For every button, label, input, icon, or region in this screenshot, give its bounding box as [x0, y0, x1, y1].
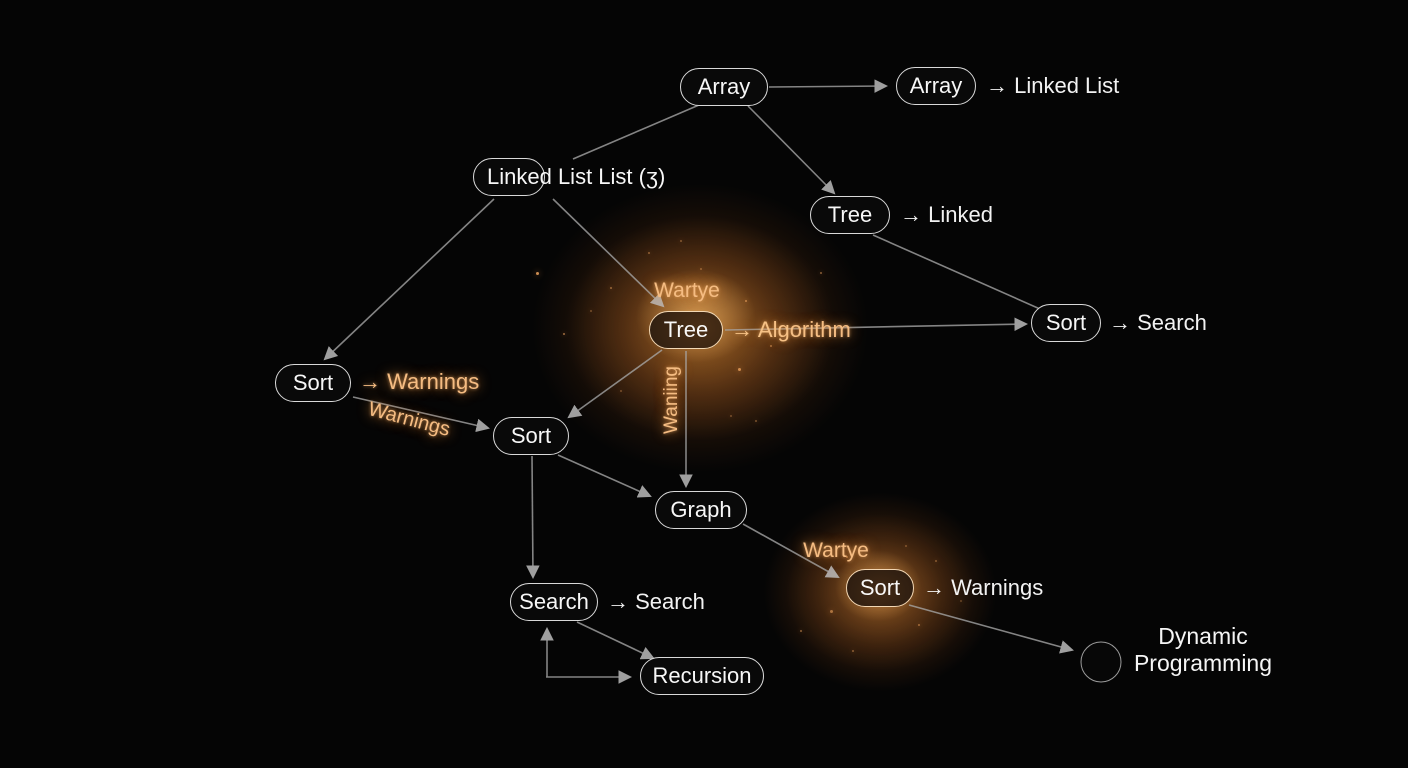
edge-linked-list-to-tree-center — [552, 198, 665, 308]
node-tree-center-top-label: Wartye — [654, 279, 720, 302]
node-tree-linked-label: Tree — [827, 202, 873, 227]
node-tree-center-side-label: → Algorithm — [731, 317, 851, 342]
node-sort-search-label: Sort — [1045, 310, 1087, 335]
node-tree-center-label: Tree — [663, 317, 709, 342]
node-sort-warnings-left-label: Sort — [292, 370, 334, 395]
edge-label-waniing: Waniing — [661, 366, 682, 434]
edge-sort-bottom-to-dynamic-programming — [908, 604, 1074, 654]
node-array-top-label: Array — [697, 74, 751, 99]
node-tree-linked-side-label: → Linked — [900, 202, 993, 227]
node-sort-warnings-bottom-top-label: Wartye — [803, 539, 869, 562]
node-sort-warnings-left[interactable]: Sort — [275, 364, 351, 402]
edge-sort-left-to-sort-mid — [352, 396, 490, 433]
node-graph-label: Graph — [670, 497, 732, 522]
edge-tree-linked-to-sort-search — [872, 234, 1041, 310]
node-search-side-label: → Search — [607, 589, 705, 614]
edge-array-to-linked-list-list — [572, 104, 700, 160]
node-recursion[interactable]: Recursion — [640, 657, 764, 695]
edge-sort-mid-to-graph — [557, 454, 652, 498]
node-dynamic-programming-label: Dynamic Programming — [1133, 623, 1273, 676]
node-tree-linked[interactable]: Tree — [810, 196, 890, 234]
node-graph[interactable]: Graph — [655, 491, 747, 529]
node-array-linked-list-label: Array — [909, 73, 963, 98]
edge-tree-center-to-sort-mid — [567, 349, 663, 419]
node-sort-mid[interactable]: Sort — [493, 417, 569, 455]
node-sort-search[interactable]: Sort — [1031, 304, 1101, 342]
node-sort-warnings-left-side-label: → Warnings — [359, 369, 480, 394]
node-array-linked-list[interactable]: Array — [896, 67, 976, 105]
edge-linked-list-to-sort-left — [323, 198, 495, 361]
edge-array-to-tree-linked — [747, 105, 836, 195]
node-recursion-label: Recursion — [652, 663, 752, 688]
node-sort-warnings-bottom[interactable]: Sort — [846, 569, 914, 607]
node-sort-warnings-bottom-side-label: → Warnings — [923, 575, 1044, 600]
node-sort-mid-label: Sort — [510, 423, 552, 448]
node-linked-list-list[interactable]: Linked List List (ʒ) — [473, 158, 665, 196]
node-sort-warnings-bottom-label: Sort — [859, 575, 901, 600]
edge-array-to-array-linked-list — [768, 79, 889, 93]
node-dynamic-programming[interactable] — [1080, 641, 1122, 683]
edge-sort-mid-to-search — [526, 455, 540, 580]
node-search-label: Search — [519, 589, 589, 614]
node-array-linked-list-side-label: → Linked List — [986, 73, 1120, 98]
node-sort-search-side-label: → Search — [1109, 310, 1207, 335]
node-tree-center[interactable]: Tree — [649, 311, 723, 349]
node-array-top[interactable]: Array — [680, 68, 768, 106]
node-search[interactable]: Search — [510, 583, 598, 621]
edge-search-to-recursion — [576, 621, 655, 660]
